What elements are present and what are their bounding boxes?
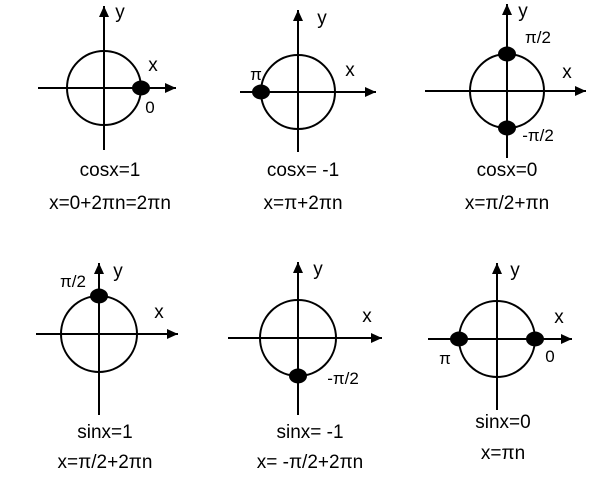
panel-1-y-label: y	[115, 2, 125, 23]
panel-3-solution: x=π/2+πn	[464, 193, 550, 214]
panel-6-y-label: y	[510, 260, 520, 281]
panel-2-point-1	[252, 84, 270, 100]
panel-5-x-arrow-icon	[371, 333, 382, 343]
panel-5-point-1-label: -π/2	[327, 369, 359, 388]
panel-1-x-label: x	[148, 55, 158, 76]
panel-5-point-1	[289, 368, 307, 384]
panel-2-y-label: y	[317, 8, 327, 29]
panel-6-x-label: x	[554, 307, 564, 328]
panel-4-x-arrow-icon	[167, 329, 178, 339]
panel-3-x-arrow-icon	[575, 86, 586, 96]
panel-6-point-2	[526, 331, 544, 347]
panel-3-y-label: y	[518, 1, 528, 22]
panel-1-point-1-label: 0	[145, 98, 154, 117]
panel-1-y-arrow-icon	[99, 6, 109, 17]
panel-6-x-arrow-icon	[561, 334, 572, 344]
panel-3-point-1-label: π/2	[525, 28, 551, 47]
panel-4-solution: x=π/2+2πn	[57, 452, 153, 473]
panel-1-equation: cosx=1	[79, 160, 141, 181]
panel-1-solution: x=0+2πn=2πn	[49, 193, 171, 214]
panel-3-point-1	[498, 46, 516, 62]
panel-5-equation: sinx= -1	[276, 422, 344, 443]
panel-3-point-2-label: -π/2	[522, 126, 554, 145]
panel-2-x-label: x	[345, 60, 355, 81]
panel-1-x-arrow-icon	[165, 83, 176, 93]
panel-6-solution: x=πn	[480, 443, 526, 464]
panel-6-point-2-label: 0	[545, 347, 554, 366]
panel-3-equation: cosx=0	[476, 160, 538, 181]
panel-5-solution: x= -π/2+2πn	[256, 452, 364, 473]
panel-4-x-label: x	[154, 302, 164, 323]
panel-4-y-label: y	[113, 261, 123, 282]
panel-6-point-1	[450, 331, 468, 347]
panel-6-point-1-label: π	[439, 349, 451, 368]
panel-4-point-1	[90, 288, 108, 304]
panel-3-y-arrow-icon	[502, 4, 512, 15]
panel-2-y-arrow-icon	[293, 10, 303, 21]
panel-6-equation: sinx=0	[475, 412, 531, 433]
panel-1-point-1	[132, 80, 150, 96]
panel-4-y-arrow-icon	[94, 263, 104, 274]
panel-3-point-2	[498, 120, 516, 136]
panel-2-equation: cosx= -1	[266, 160, 340, 181]
panel-5-y-label: y	[313, 259, 323, 280]
panel-4-point-1-label: π/2	[60, 272, 86, 291]
panel-2-x-arrow-icon	[365, 87, 376, 97]
panel-2-solution: x=π+2πn	[263, 193, 343, 214]
panel-2-point-1-label: π	[250, 65, 262, 84]
panel-5-y-arrow-icon	[293, 262, 303, 273]
panel-5-x-label: x	[362, 306, 372, 327]
panel-3-x-label: x	[562, 62, 572, 83]
panel-4-equation: sinx=1	[77, 422, 133, 443]
panel-6-y-arrow-icon	[492, 263, 502, 274]
